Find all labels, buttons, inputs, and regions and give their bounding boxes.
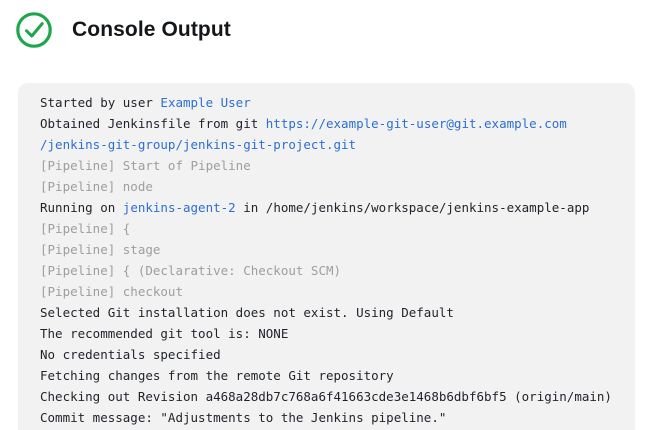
console-text: Running on	[40, 200, 123, 215]
console-text: [Pipeline] stage	[40, 242, 161, 257]
console-line: Checking out Revision a468a28db7c768a6f4…	[40, 386, 625, 407]
page-title: Console Output	[72, 18, 231, 41]
console-text: [Pipeline] {	[40, 221, 131, 236]
console-line: [Pipeline] stage	[40, 239, 625, 260]
console-link[interactable]: jenkins-agent-2	[122, 200, 236, 215]
console-line: Obtained Jenkinsfile from git https://ex…	[40, 113, 625, 134]
console-line: Running on jenkins-agent-2 in /home/jenk…	[40, 197, 625, 218]
console-line: Commit message: "Adjustments to the Jenk…	[40, 407, 625, 428]
console-text: [Pipeline] checkout	[40, 284, 183, 299]
console-text: [Pipeline] Start of Pipeline	[40, 158, 251, 173]
console-text: in /home/jenkins/workspace/jenkins-examp…	[235, 200, 590, 215]
console-text: [Pipeline] node	[40, 179, 153, 194]
console-line: /jenkins-git-group/jenkins-git-project.g…	[40, 134, 625, 155]
console-text: The recommended git tool is: NONE	[40, 326, 289, 341]
console-link[interactable]: Example User	[160, 95, 251, 110]
console-text: Obtained Jenkinsfile from git	[40, 116, 266, 131]
console-line: [Pipeline] { (Declarative: Checkout SCM)	[40, 260, 625, 281]
console-text: Started by user	[40, 95, 161, 110]
console-link[interactable]: https://example-git-user@git.example.com	[265, 116, 567, 131]
console-line: The recommended git tool is: NONE	[40, 323, 625, 344]
console-line: No credentials specified	[40, 344, 625, 365]
console-text: No credentials specified	[40, 347, 221, 362]
console-text: Commit message: "Adjustments to the Jenk…	[40, 410, 447, 425]
console-line: [Pipeline] Start of Pipeline	[40, 155, 625, 176]
console-line: Fetching changes from the remote Git rep…	[40, 365, 625, 386]
console-line: [Pipeline] checkout	[40, 281, 625, 302]
page-header: Console Output	[15, 11, 231, 49]
console-link[interactable]: /jenkins-git-group/jenkins-git-project.g…	[40, 137, 357, 152]
build-success-check-icon	[16, 12, 52, 48]
console-text: Selected Git installation does not exist…	[40, 305, 454, 320]
console-line: Started by user Example User	[40, 92, 625, 113]
console-text: Fetching changes from the remote Git rep…	[40, 368, 394, 383]
console-line: [Pipeline] node	[40, 176, 625, 197]
console-line: [Pipeline] {	[40, 218, 625, 239]
console-line: Selected Git installation does not exist…	[40, 302, 625, 323]
console-text: Checking out Revision a468a28db7c768a6f4…	[40, 389, 612, 404]
console-text: [Pipeline] { (Declarative: Checkout SCM)	[40, 263, 342, 278]
